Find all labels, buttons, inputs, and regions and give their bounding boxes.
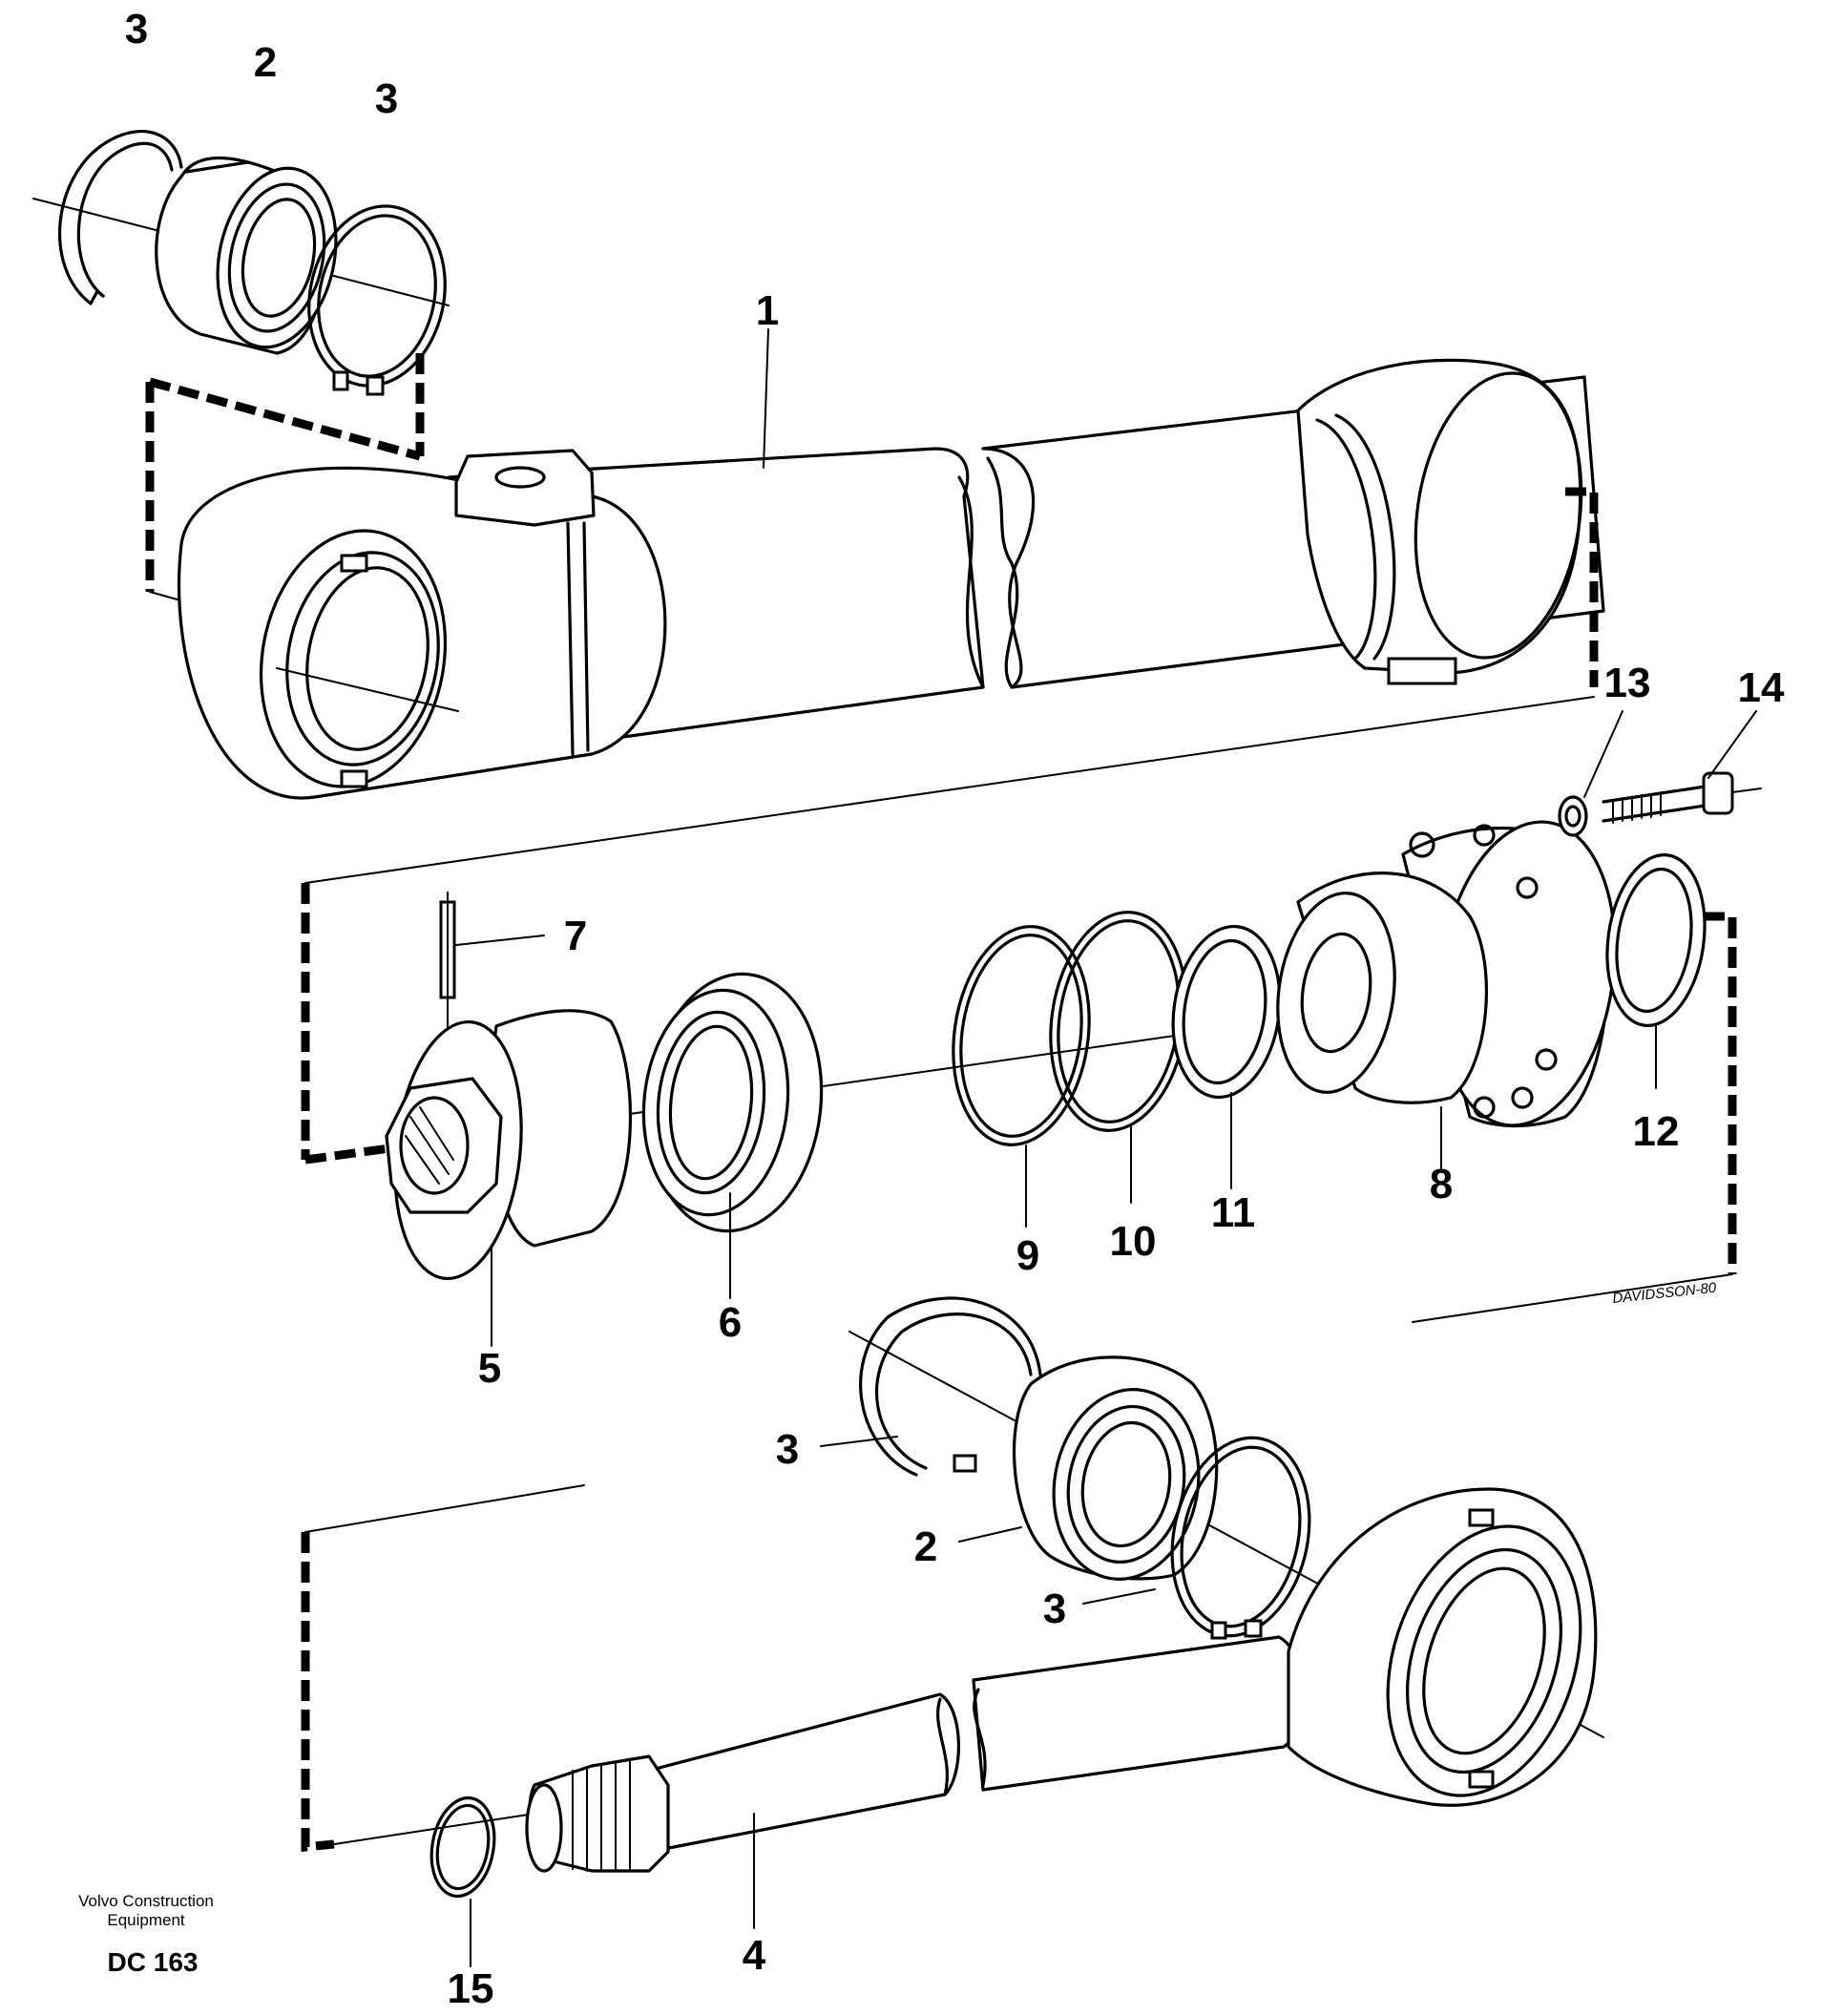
part-13-washer [1558, 795, 1588, 837]
bracket-mid-top [1565, 487, 1599, 687]
callout-3-bottom-upper: 3 [776, 1426, 799, 1473]
callout-5: 5 [478, 1345, 501, 1392]
part-5-nut-piston [385, 1009, 633, 1281]
callout-11: 11 [1211, 1189, 1256, 1236]
callout-2-bottom: 2 [914, 1523, 937, 1570]
footer-company-line2: Equipment [107, 1911, 185, 1929]
callout-7: 7 [564, 913, 587, 959]
part-7-pin [439, 892, 545, 1080]
callout-12: 12 [1633, 1108, 1680, 1155]
top-circlip-right [307, 204, 447, 396]
callout-10: 10 [1110, 1218, 1157, 1265]
bottom-circlip-upper [859, 1296, 1042, 1477]
callout-3-top-right: 3 [375, 75, 398, 122]
footer-drawing-code: DC 163 [108, 1947, 199, 1977]
callout-9: 9 [1016, 1232, 1039, 1279]
footer-company-line1: Volvo Construction [78, 1892, 214, 1910]
bracket-mid-left [301, 883, 411, 1165]
top-bearing [155, 156, 338, 355]
callout-2-top: 2 [254, 39, 277, 86]
callout-3-top-left: 3 [125, 6, 148, 52]
part-8-cylinder-head [1276, 820, 1617, 1128]
bracket-top [145, 353, 425, 592]
callout-1: 1 [756, 287, 779, 334]
callout-15: 15 [448, 1965, 494, 2012]
part-14-screw [1602, 771, 1762, 824]
callout-3-bottom-lower: 3 [1043, 1586, 1066, 1632]
callout-8: 8 [1430, 1161, 1453, 1208]
callout-6: 6 [719, 1299, 742, 1346]
part-9-oring [952, 925, 1091, 1146]
bracket-bottom [301, 1532, 335, 1852]
part-12-wiper [1605, 853, 1707, 1027]
callout-13: 13 [1604, 660, 1651, 706]
bottom-bearing [1012, 1355, 1219, 1581]
callout-4: 4 [743, 1932, 766, 1979]
bottom-circlip-lower [1170, 1436, 1311, 1640]
part-11-seal [1171, 924, 1282, 1100]
callout-14: 14 [1738, 664, 1785, 711]
part-4-piston-rod [525, 1487, 1598, 1873]
part-6-piston-seal [641, 972, 824, 1233]
leader-1 [763, 328, 769, 469]
top-circlip-left [58, 130, 183, 305]
bracket-mid-right [1704, 912, 1737, 1274]
part-15-oring [429, 1796, 496, 1899]
cylinder-barrel [177, 358, 1605, 800]
